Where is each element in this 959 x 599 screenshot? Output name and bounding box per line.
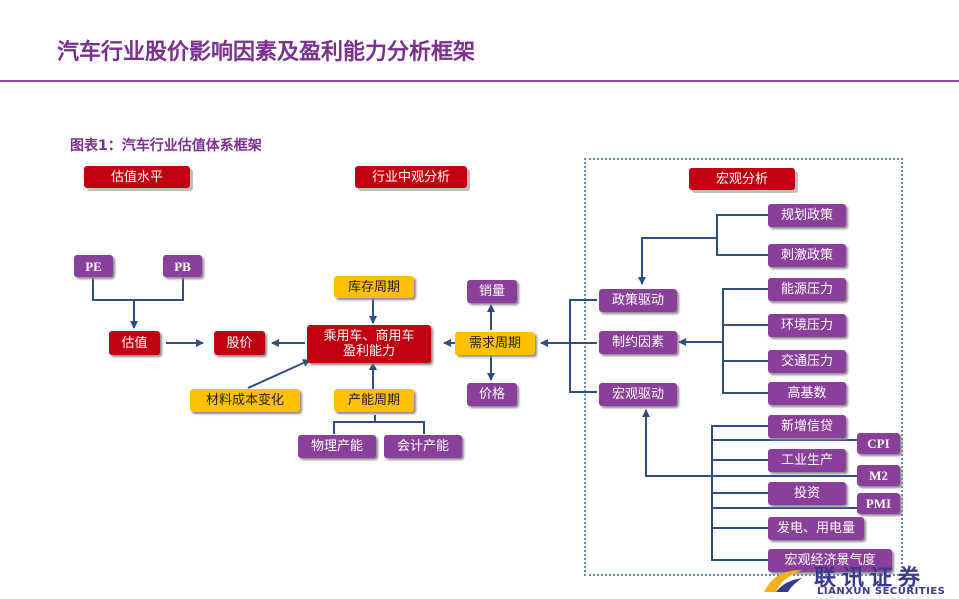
policy-bracket bbox=[716, 214, 768, 256]
prices-node: 价格 bbox=[467, 383, 517, 406]
pmi-node: PMI bbox=[857, 493, 900, 514]
valuation-node: 估值 bbox=[109, 331, 160, 355]
macro-drive-node: 宏观驱动 bbox=[599, 383, 677, 406]
cpi-node: CPI bbox=[857, 433, 900, 454]
title-divider bbox=[0, 80, 959, 82]
macro-bracket bbox=[569, 299, 597, 393]
material-cost-node: 材料成本变化 bbox=[190, 389, 300, 412]
header-valuation: 估值水平 bbox=[84, 166, 190, 188]
traffic-pressure-node: 交通压力 bbox=[768, 350, 846, 373]
page-title: 汽车行业股价影响因素及盈利能力分析框架 bbox=[57, 40, 476, 65]
demand-cycle-node: 需求周期 bbox=[455, 332, 535, 355]
lianxun-logo-icon bbox=[764, 570, 802, 592]
m2-node: M2 bbox=[857, 465, 900, 486]
policy-drive-node: 政策驱动 bbox=[599, 289, 677, 312]
economic-climate-node: 宏观经济景气度 bbox=[768, 549, 892, 572]
capacity-cycle-node: 产能周期 bbox=[334, 389, 414, 412]
investment-node: 投资 bbox=[768, 482, 846, 505]
header-macro: 宏观分析 bbox=[689, 168, 795, 190]
logo-text-en: LIANXUN SECURITIES bbox=[817, 586, 946, 597]
constraint-node: 制约因素 bbox=[599, 331, 677, 354]
macro-analysis-frame bbox=[584, 158, 903, 576]
physical-capacity-node: 物理产能 bbox=[298, 435, 376, 458]
logo-text-cn: 联讯证券 bbox=[814, 566, 927, 591]
environment-pressure-node: 环境压力 bbox=[768, 314, 846, 337]
arrow-material-to-core bbox=[247, 359, 311, 389]
core-profitability-node: 乘用车、商用车 盈利能力 bbox=[307, 325, 431, 363]
energy-pressure-node: 能源压力 bbox=[768, 278, 846, 301]
arrow-to-macro-drive bbox=[642, 409, 712, 477]
pe-node: PE bbox=[74, 255, 113, 277]
figure-title: 图表1：汽车行业估值体系框架 bbox=[70, 138, 262, 154]
header-industry: 行业中观分析 bbox=[355, 166, 467, 188]
constraint-bracket bbox=[722, 288, 768, 394]
capacity-sub-connector bbox=[333, 421, 425, 434]
pb-node: PB bbox=[163, 255, 202, 277]
high-base-node: 高基数 bbox=[768, 382, 846, 405]
stimulus-policy-node: 刺激政策 bbox=[768, 244, 846, 267]
inventory-cycle-node: 库存周期 bbox=[334, 276, 414, 298]
new-credit-node: 新增信贷 bbox=[768, 415, 846, 438]
industrial-production-node: 工业生产 bbox=[768, 449, 846, 472]
sales-node: 销量 bbox=[467, 280, 517, 303]
plan-policy-node: 规划政策 bbox=[768, 204, 846, 227]
price-node: 股价 bbox=[214, 331, 265, 355]
power-usage-node: 发电、用电量 bbox=[768, 517, 864, 540]
pe-pb-connector bbox=[92, 276, 184, 301]
accounting-capacity-node: 会计产能 bbox=[384, 435, 462, 458]
arrow-to-policy bbox=[638, 237, 717, 285]
